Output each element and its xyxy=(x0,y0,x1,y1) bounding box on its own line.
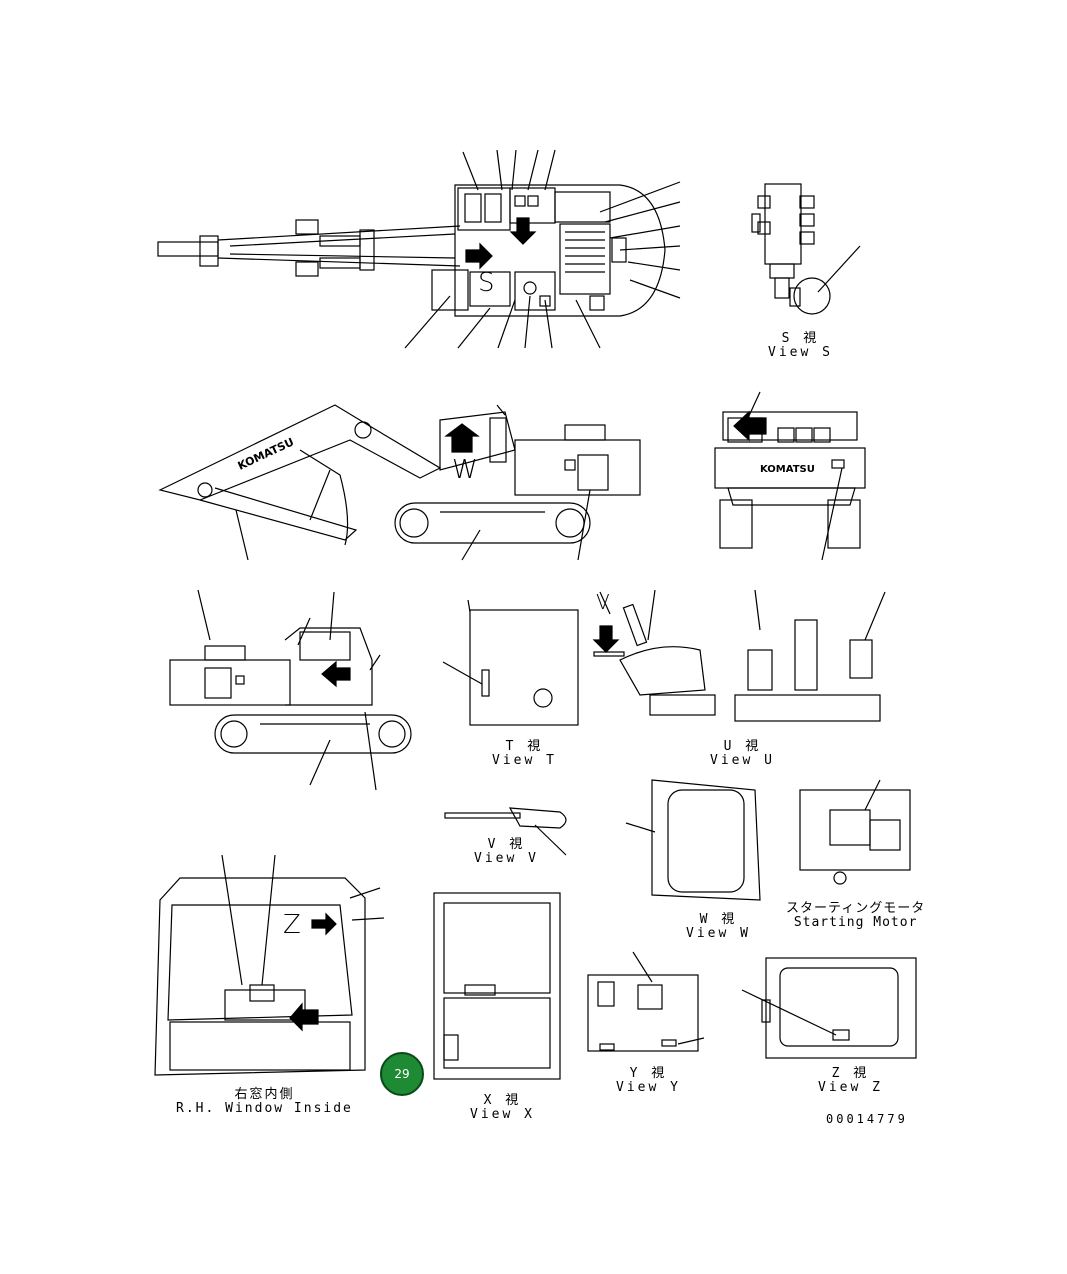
starting-motor-drawing xyxy=(799,779,911,885)
view-v-en: View V xyxy=(474,851,539,866)
view-s-label: S 視 View S xyxy=(768,332,833,360)
starting-motor-en: Starting Motor xyxy=(793,915,918,930)
brand-text-rear: KOMATSU xyxy=(760,464,815,475)
view-w-drawing xyxy=(625,779,761,901)
view-w-en: View W xyxy=(686,926,751,941)
rh-window-jp: 右窓内側 xyxy=(234,1087,295,1102)
view-y-jp: Y 視 xyxy=(629,1066,668,1081)
view-x-drawing xyxy=(433,892,561,1080)
callout-letter-v: V xyxy=(596,590,610,614)
side-view-right xyxy=(169,589,412,791)
view-t-jp: T 視 xyxy=(505,739,544,754)
side-view-left: KOMATSU xyxy=(158,404,641,561)
top-view xyxy=(157,149,681,349)
view-y-label: Y 視 View Y xyxy=(616,1067,681,1095)
callout-letter-w: W xyxy=(452,455,478,485)
view-z-en: View Z xyxy=(818,1080,883,1095)
starting-motor-label: スターティングモータ Starting Motor xyxy=(786,902,925,930)
view-v-jp: V 視 xyxy=(487,837,526,852)
view-u-en: View U xyxy=(710,753,775,768)
view-y-en: View Y xyxy=(616,1080,681,1095)
view-z-label: Z 視 View Z xyxy=(818,1067,883,1095)
view-v-drawing xyxy=(444,807,567,856)
view-w-label: W 視 View W xyxy=(686,913,751,941)
view-u-drawing xyxy=(592,589,886,722)
document-number: 00014779 xyxy=(826,1112,908,1126)
view-v-label: V 視 View V xyxy=(474,838,539,866)
rear-view: KOMATSU xyxy=(714,391,866,561)
rh-window-drawing xyxy=(154,854,385,1076)
starting-motor-jp: スターティングモータ xyxy=(786,901,926,916)
rh-window-label: 右窓内側 R.H. Window Inside xyxy=(176,1088,353,1116)
view-y-drawing xyxy=(587,951,705,1052)
callout-letter-s: S xyxy=(478,268,495,298)
view-x-en: View X xyxy=(470,1107,535,1122)
view-u-label: U 視 View U xyxy=(710,740,775,768)
view-u-jp: U 視 xyxy=(723,739,762,754)
view-t-drawing xyxy=(442,599,579,726)
view-t-label: T 視 View T xyxy=(492,740,557,768)
page-badge[interactable]: 29 xyxy=(380,1052,424,1096)
view-z-drawing xyxy=(741,957,917,1059)
brand-text-boom: KOMATSU xyxy=(236,435,296,472)
view-s-en: View S xyxy=(768,345,833,360)
view-x-label: X 視 View X xyxy=(470,1094,535,1122)
view-x-jp: X 視 xyxy=(483,1093,522,1108)
view-z-jp: Z 視 xyxy=(831,1066,870,1081)
callout-letter-z: Z xyxy=(283,910,301,940)
view-t-en: View T xyxy=(492,753,557,768)
view-s-jp: S 視 xyxy=(781,331,820,346)
view-s-drawing xyxy=(751,183,861,315)
view-w-jp: W 視 xyxy=(699,912,738,927)
rh-window-en: R.H. Window Inside xyxy=(176,1101,353,1116)
